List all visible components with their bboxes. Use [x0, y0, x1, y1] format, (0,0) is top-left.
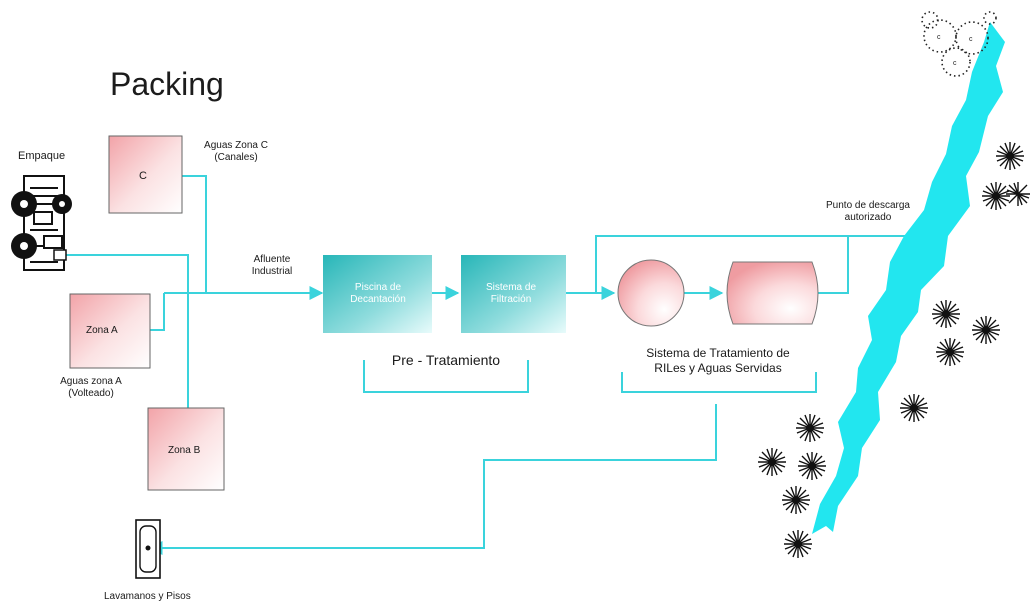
lavamanos-label: Lavamanos y Pisos — [104, 591, 191, 602]
zona-c-label: C — [139, 170, 147, 182]
pipe-zona-a — [150, 293, 165, 331]
pipe-bypass — [595, 235, 928, 293]
descarga-line2: autorizado — [844, 212, 892, 223]
treatment-circle — [617, 259, 685, 327]
zona-a-caption-line1: Aguas zona A — [60, 376, 122, 387]
afluente-line1: Afluente — [253, 254, 291, 265]
tree-letter-marks: c c c — [937, 34, 973, 67]
shrub-icon — [1006, 182, 1030, 206]
zona-b-box — [147, 407, 225, 491]
shrubs — [758, 142, 1030, 558]
shrub-icon — [972, 316, 1000, 344]
zona-b-label: Zona B — [168, 445, 201, 456]
treatment-tank — [726, 261, 819, 325]
filtracion-line1: Sistema de — [485, 282, 537, 293]
tratamiento-line2: RILes y Aguas Servidas — [654, 361, 782, 375]
zona-a-caption-line2: (Volteado) — [68, 388, 114, 399]
zona-c-caption: Aguas Zona C (Canales) — [190, 140, 282, 164]
shrub-icon — [798, 452, 826, 480]
tratamiento-label: Sistema de Tratamiento de RILes y Aguas … — [618, 346, 818, 376]
shrub-icon — [782, 486, 810, 514]
pipe-return-lavamanos — [148, 404, 717, 555]
shrub-icon — [784, 530, 812, 558]
bracket-pretratamiento — [363, 360, 529, 393]
empaque-machine-icon — [11, 175, 72, 271]
svg-text:c: c — [953, 60, 957, 67]
zona-a-box — [69, 293, 151, 369]
diagram-title: Packing — [110, 66, 224, 102]
zona-c-caption-line2: (Canales) — [214, 152, 258, 163]
brackets — [363, 360, 817, 393]
svg-text:c: c — [937, 34, 941, 41]
empaque-label: Empaque — [18, 150, 66, 162]
shrub-icon — [936, 338, 964, 366]
zona-a-label: Zona A — [86, 325, 118, 336]
piscina-label: Piscina de Decantación — [333, 282, 423, 306]
svg-text:c: c — [969, 36, 973, 43]
pipes — [66, 175, 928, 555]
descarga-label: Punto de descarga autorizado — [818, 200, 918, 224]
river — [812, 22, 1005, 534]
shrub-icon — [900, 394, 928, 422]
pipe-tank-out — [818, 236, 849, 294]
lavamanos-icon — [135, 519, 161, 579]
bracket-tratamiento — [621, 372, 817, 393]
piscina-line1: Piscina de — [354, 282, 402, 293]
pipe-zona-c — [182, 175, 207, 293]
tratamiento-line1: Sistema de Tratamiento de — [646, 346, 790, 360]
pretratamiento-label: Pre - Tratamiento — [391, 352, 501, 368]
piscina-line2: Decantación — [350, 294, 406, 305]
afluente-label: Afluente Industrial — [240, 254, 304, 278]
shrub-icon — [996, 142, 1024, 170]
sistema-filtracion-box — [461, 255, 566, 333]
zona-a-caption: Aguas zona A (Volteado) — [46, 376, 136, 400]
zona-c-caption-line1: Aguas Zona C — [204, 140, 268, 151]
shrub-icon — [982, 182, 1010, 210]
filtracion-line2: Filtración — [490, 294, 532, 305]
piscina-decantacion-box — [323, 255, 432, 333]
filtracion-label: Sistema de Filtración — [466, 282, 556, 306]
shrub-icon — [758, 448, 786, 476]
zona-c-box — [108, 135, 183, 214]
descarga-line1: Punto de descarga — [826, 200, 910, 211]
shrub-icon — [932, 300, 960, 328]
afluente-line2: Industrial — [251, 266, 293, 277]
shrub-icon — [796, 414, 824, 442]
dotted-tree-cluster-icon — [921, 11, 997, 77]
pipe-empaque — [66, 254, 189, 408]
